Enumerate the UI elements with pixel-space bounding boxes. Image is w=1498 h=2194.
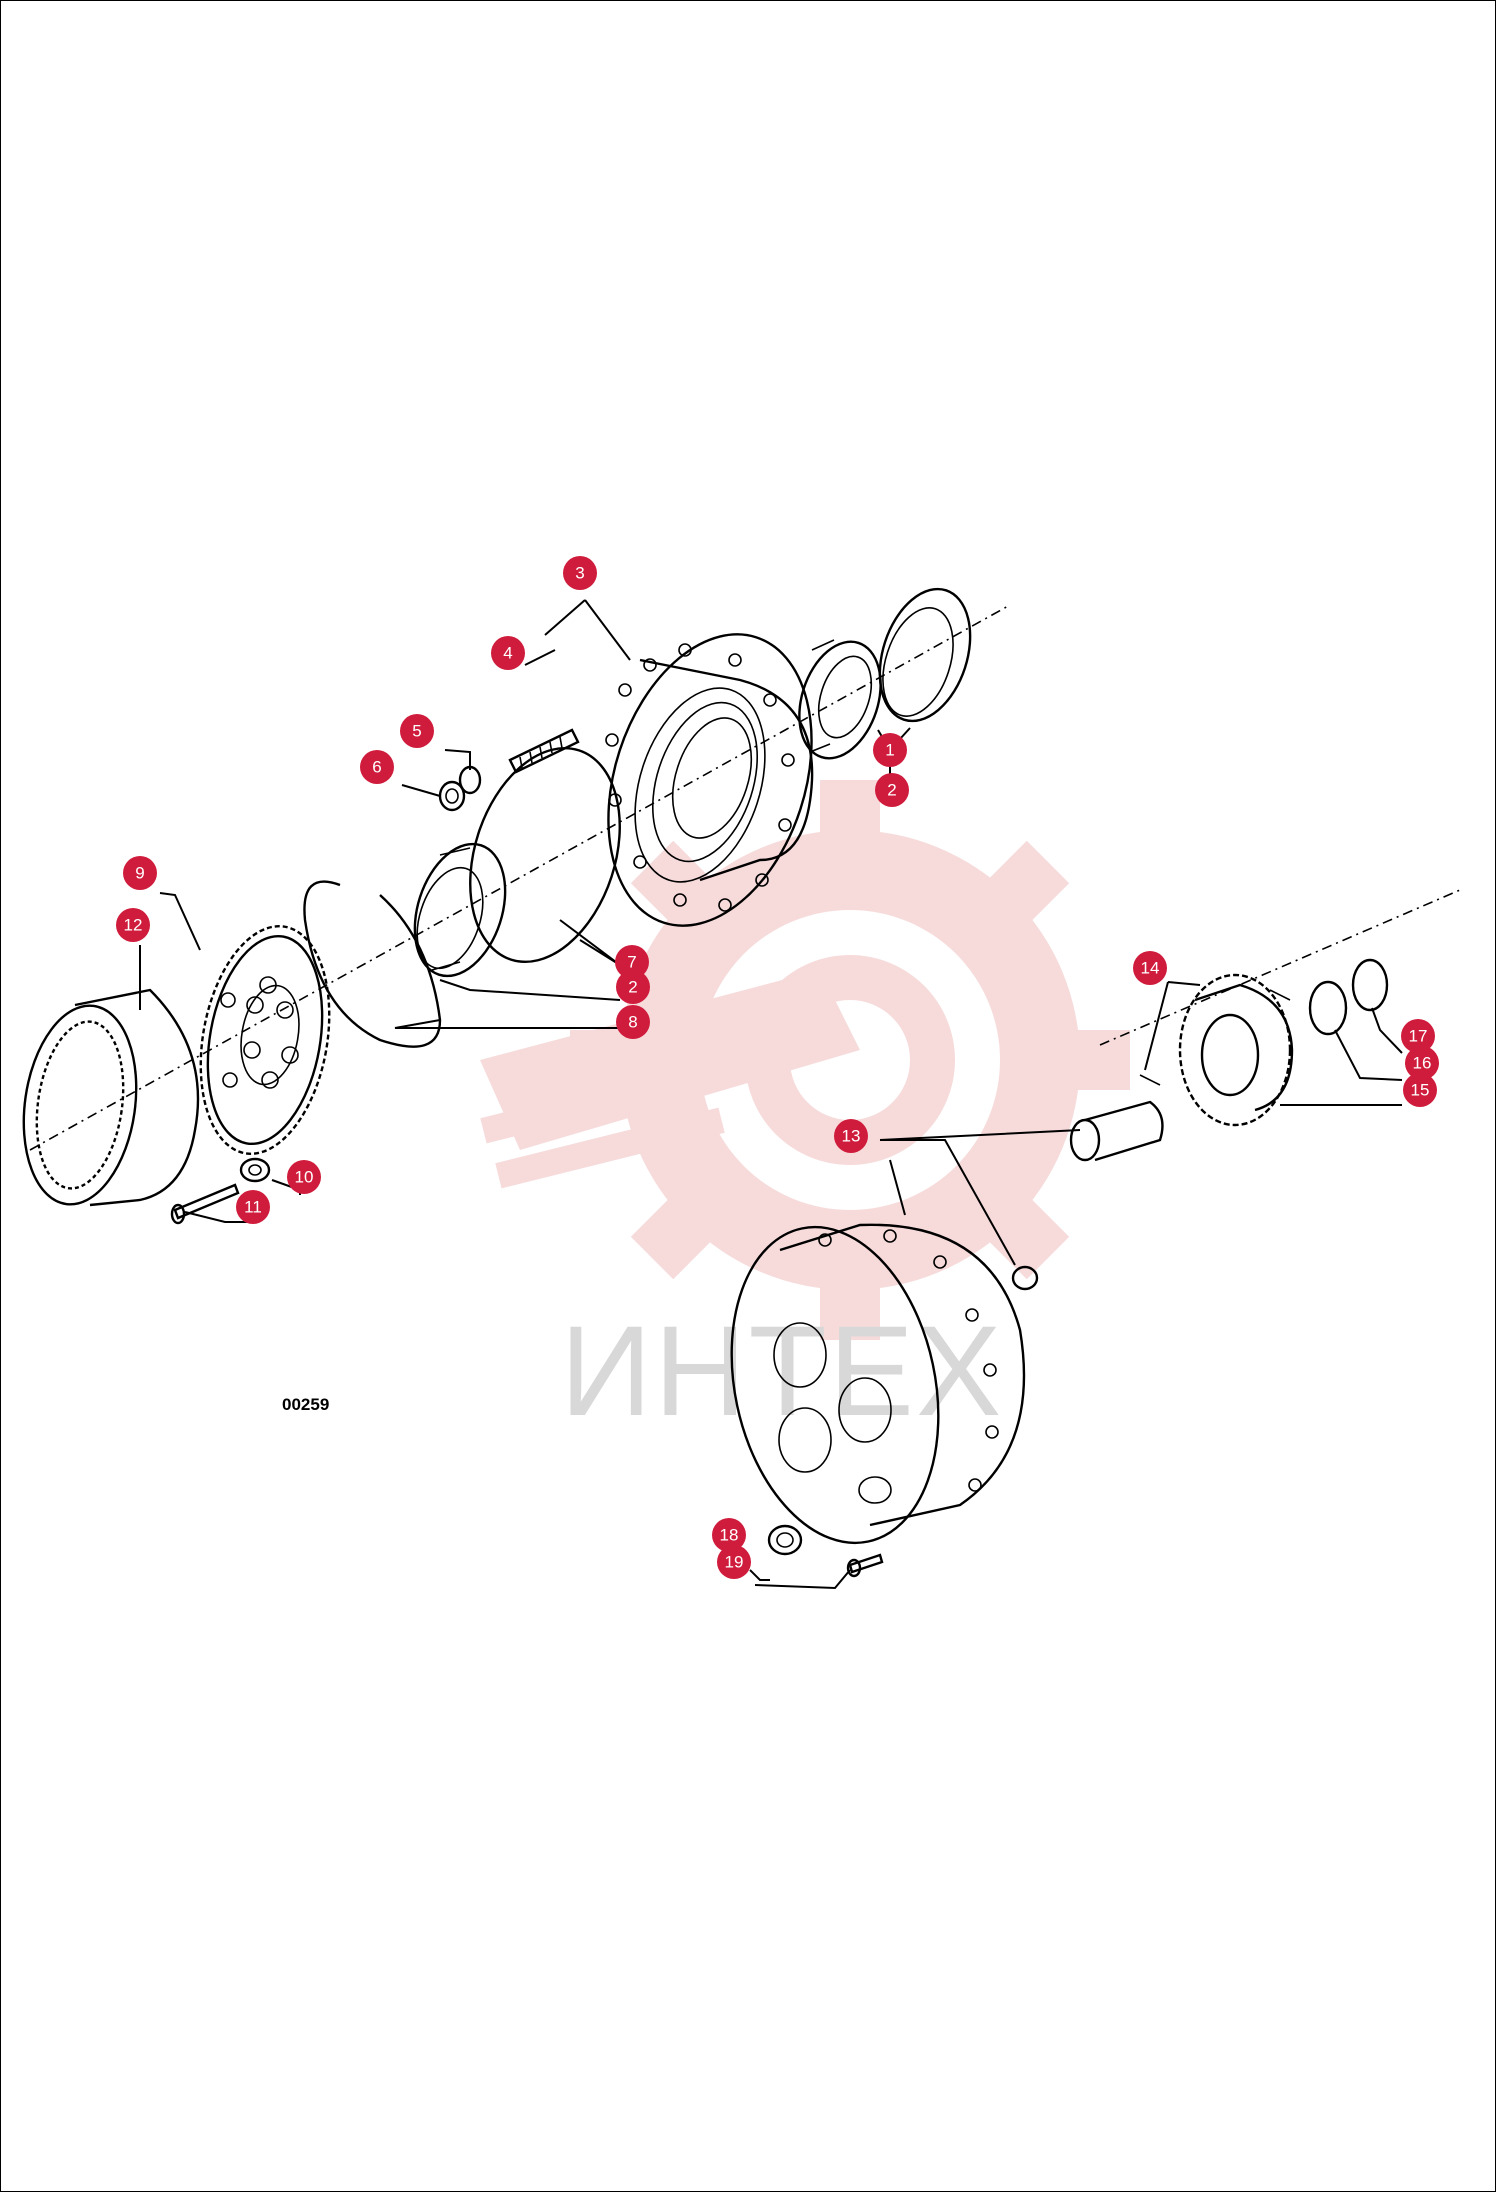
- svg-text:9: 9: [135, 864, 144, 883]
- inner-bearing: [413, 842, 507, 978]
- svg-text:19: 19: [725, 1553, 744, 1572]
- callout-14: 14: [1133, 951, 1167, 985]
- svg-text:10: 10: [295, 1168, 314, 1187]
- watermark-logo: [480, 780, 1130, 1340]
- svg-text:1: 1: [885, 741, 894, 760]
- callout-16: 16: [1405, 1046, 1439, 1080]
- planet-pin: [1069, 1100, 1164, 1162]
- svg-text:5: 5: [412, 722, 421, 741]
- bearing-cone: [798, 639, 882, 760]
- thrust-washer: [1308, 980, 1348, 1036]
- callout-5: 5: [400, 714, 434, 748]
- carrier-bolt: [170, 1183, 240, 1225]
- carrier-sleeve: [239, 1157, 271, 1183]
- planet-carrier: [199, 925, 331, 1155]
- callout-9: 9: [123, 856, 157, 890]
- callout-12: 12: [116, 908, 150, 942]
- svg-text:14: 14: [1141, 959, 1160, 978]
- drain-plug: [767, 1524, 803, 1556]
- callout-15: 15: [1403, 1073, 1437, 1107]
- svg-text:2: 2: [887, 781, 896, 800]
- svg-text:11: 11: [244, 1198, 262, 1217]
- svg-text:13: 13: [842, 1127, 861, 1146]
- needle-bearing: [1139, 989, 1291, 1086]
- svg-text:4: 4: [503, 644, 512, 663]
- svg-text:16: 16: [1413, 1054, 1432, 1073]
- callout-3: 3: [563, 556, 597, 590]
- watermark-text: ИНТЕХ: [560, 1300, 1003, 1443]
- svg-text:6: 6: [372, 758, 381, 777]
- callout-18: 18: [712, 1518, 746, 1552]
- bearing-cup: [878, 587, 972, 723]
- svg-text:7: 7: [627, 953, 636, 972]
- callout-2-lower: 2: [616, 970, 650, 1004]
- snap-ring: [303, 880, 442, 1048]
- svg-text:2: 2: [628, 978, 637, 997]
- planet-cover: [730, 1223, 1039, 1545]
- cover-screw: [846, 1553, 884, 1578]
- stud-nut: [438, 780, 466, 812]
- planet-gear: [1178, 973, 1294, 1127]
- callout-2-upper: 2: [875, 773, 909, 807]
- ring-gear: [22, 988, 200, 1207]
- svg-text:12: 12: [124, 916, 143, 935]
- callout-8: 8: [616, 1005, 650, 1039]
- callout-11: 11: [236, 1190, 270, 1224]
- svg-text:18: 18: [720, 1526, 739, 1545]
- callout-6: 6: [360, 750, 394, 784]
- callout-1: 1: [873, 733, 907, 767]
- o-ring: [469, 746, 621, 964]
- wheel-hub: [605, 633, 814, 927]
- callout-4: 4: [491, 636, 525, 670]
- callout-10: 10: [287, 1160, 321, 1194]
- callout-13: 13: [834, 1119, 868, 1153]
- callout-19: 19: [717, 1545, 751, 1579]
- svg-text:17: 17: [1409, 1027, 1428, 1046]
- svg-text:15: 15: [1411, 1081, 1430, 1100]
- callout-7: 7: [615, 945, 649, 979]
- hub-stud-holes: [605, 643, 795, 912]
- svg-text:3: 3: [575, 564, 584, 583]
- callout-17: 17: [1401, 1019, 1435, 1053]
- svg-text:8: 8: [628, 1013, 637, 1032]
- planet-snap-ring: [1351, 958, 1389, 1012]
- drawing-code: 00259: [282, 1395, 329, 1414]
